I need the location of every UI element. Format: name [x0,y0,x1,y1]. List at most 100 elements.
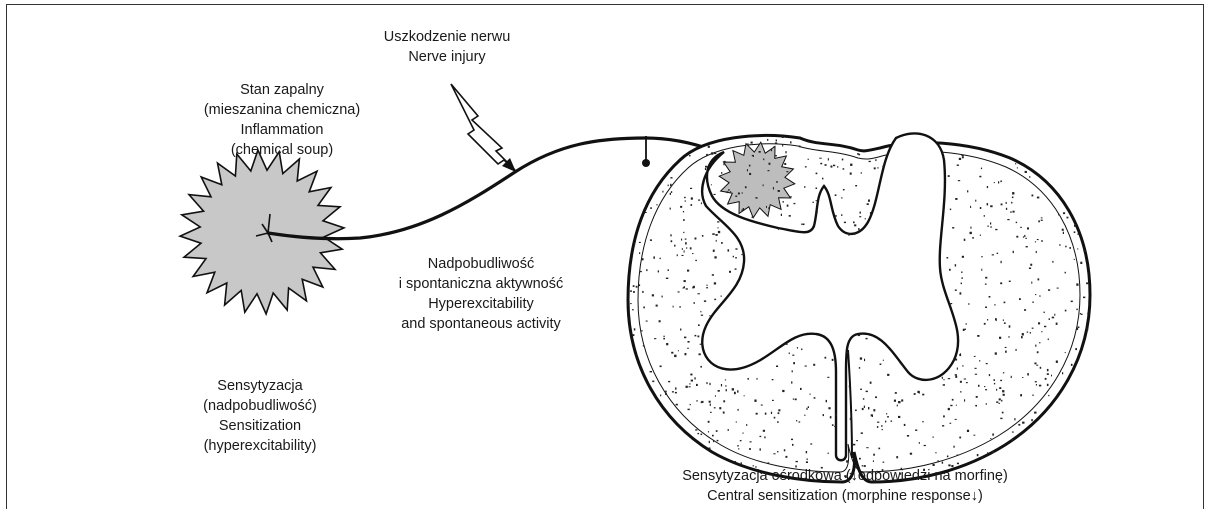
stipple-dot [793,399,794,400]
nerve-injury-label-pl: Uszkodzenie nerwu [384,27,511,47]
stipple-dot [1063,212,1065,214]
stipple-dot [856,440,858,441]
stipple-dot [691,204,693,206]
stipple-dot [801,349,802,351]
stipple-dot [804,415,805,416]
stipple-dot [864,359,865,361]
stipple-dot [985,389,987,390]
sensitization-label-pl-1: Sensytyzacja [203,376,317,396]
stipple-dot [995,229,997,230]
stipple-dot [976,396,978,398]
stipple-dot [970,206,971,208]
stipple-dot [680,329,681,331]
stipple-dot [666,343,668,345]
stipple-dot [985,284,987,285]
stipple-dot [808,406,809,408]
stipple-dot [950,405,952,406]
stipple-dot [996,401,998,403]
stipple-dot [870,382,872,384]
stipple-dot [763,430,765,432]
stipple-dot [742,192,743,193]
stipple-dot [843,168,845,170]
stipple-dot [962,365,963,367]
stipple-dot [730,191,731,192]
stipple-dot [1030,332,1031,333]
stipple-dot [1030,264,1032,266]
stipple-dot [1056,361,1058,363]
stipple-dot [778,228,779,230]
stipple-dot [670,184,672,186]
stipple-dot [721,296,722,297]
stipple-dot [656,305,658,307]
stipple-dot [816,173,818,175]
stipple-dot [882,166,884,168]
stipple-dot [706,154,708,156]
stipple-dot [1018,424,1020,426]
stipple-dot [897,405,898,407]
stipple-dot [684,337,686,339]
stipple-dot [854,233,855,235]
stipple-dot [735,268,737,269]
stipple-dot [662,191,663,193]
stipple-dot [650,239,652,241]
stipple-dot [999,398,1001,400]
stipple-dot [998,181,999,183]
stipple-dot [859,458,861,460]
stipple-dot [1039,296,1041,297]
inflammation-label: Stan zapalny (mieszanina chemiczna) Infl… [204,80,360,160]
stipple-dot [853,444,855,446]
stipple-dot [832,424,834,426]
stipple-dot [796,420,797,421]
stipple-dot [755,197,757,198]
stipple-dot [1027,373,1029,375]
stipple-dot [650,371,652,372]
stipple-dot [828,453,829,454]
stipple-dot [1002,390,1004,392]
stipple-dot [695,429,697,430]
stipple-dot [808,159,809,160]
stipple-dot [697,433,699,434]
stipple-dot [1047,373,1049,375]
stipple-dot [782,136,784,138]
stipple-dot [1000,282,1002,284]
stipple-dot [820,163,822,165]
stipple-dot [698,200,700,201]
stipple-dot [763,184,764,186]
stipple-dot [1005,351,1007,353]
stipple-dot [1045,378,1047,380]
stipple-dot [825,357,827,359]
stipple-dot [1025,171,1027,173]
stipple-dot [1023,236,1024,237]
stipple-dot [674,355,676,357]
stipple-dot [630,290,632,291]
stipple-dot [992,254,994,255]
stipple-dot [1081,314,1083,315]
stipple-dot [741,462,742,464]
stipple-dot [1036,384,1037,386]
stipple-dot [767,139,768,141]
stipple-dot [700,344,702,345]
stipple-dot [718,231,720,233]
stipple-dot [1012,197,1014,199]
stipple-dot [830,416,832,418]
stipple-dot [1010,159,1012,160]
stipple-dot [716,430,718,432]
stipple-dot [799,146,800,148]
stipple-dot [1012,432,1014,433]
stipple-dot [735,248,737,249]
stipple-dot [958,180,960,181]
stipple-dot [686,288,688,289]
stipple-dot [773,453,775,454]
stipple-dot [795,399,797,401]
stipple-dot [1065,352,1066,353]
stipple-dot [646,269,647,271]
stipple-dot [683,211,684,212]
stipple-dot [807,458,808,460]
stipple-dot [992,434,994,436]
stipple-dot [1003,372,1004,373]
stipple-dot [796,461,798,462]
stipple-dot [1051,375,1052,377]
stipple-dot [1035,294,1036,295]
stipple-dot [641,330,643,331]
stipple-dot [716,240,717,242]
